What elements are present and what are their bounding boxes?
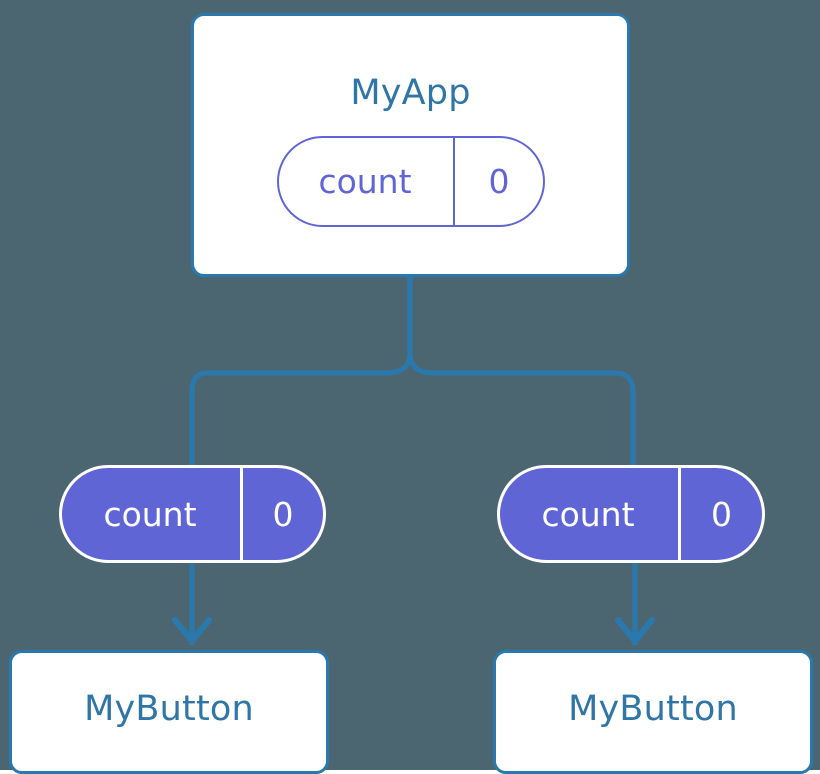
component-name-mybutton: MyButton [84,689,254,729]
right-arrow-head [615,617,655,644]
state-pill-count-root[interactable]: count 0 [277,136,545,227]
prop-pill-count-right[interactable]: count 0 [497,465,765,563]
component-card-mybutton-left[interactable]: MyButton [9,650,329,774]
state-key-label: count [318,162,412,201]
left-arrow-head [172,617,212,644]
component-name-myapp: MyApp [350,73,471,113]
prop-key-label: count [103,494,197,534]
prop-value-label: 0 [240,468,323,560]
component-card-mybutton-right[interactable]: MyButton [493,650,813,774]
component-name-mybutton: MyButton [568,689,738,729]
fork-right-branch [407,351,636,465]
prop-key-label: count [541,494,635,534]
prop-value-label: 0 [678,468,762,560]
prop-pill-count-left[interactable]: count 0 [59,465,326,563]
state-value-label: 0 [453,138,543,225]
fork-left-branch [189,351,413,465]
